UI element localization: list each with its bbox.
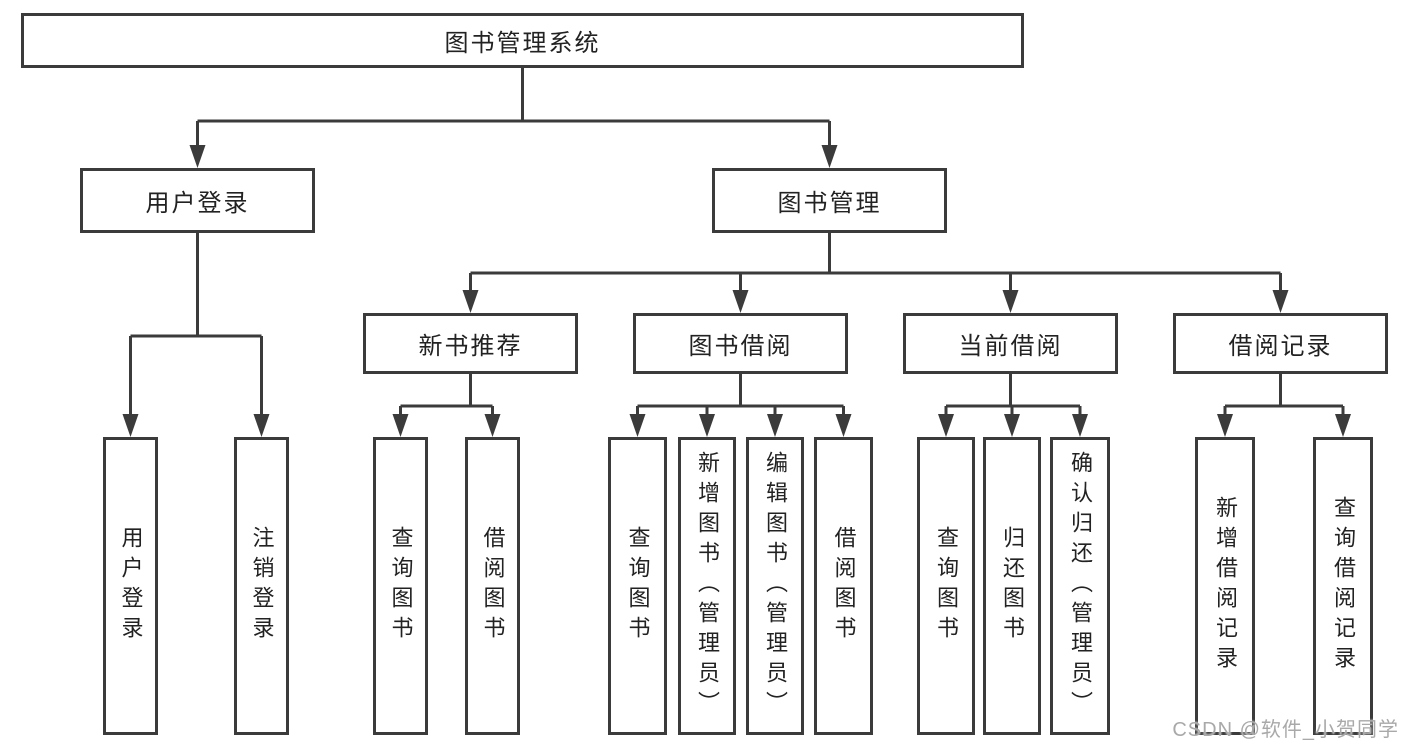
leaf-logout-label: 注销登录 [249,526,275,646]
arrowhead [732,290,749,313]
connector-book-mgmt-to-level3 [462,233,1289,313]
node-current-borrow: 当前借阅 [903,313,1118,374]
node-new-book-rec: 新书推荐 [363,313,578,374]
leaf-confirm-return-admin: 确认归还（管理员） [1050,437,1110,735]
leaf-edit-books-admin-label: 编辑图书（管理员） [763,451,788,721]
node-book-borrow: 图书借阅 [633,313,848,374]
node-user-login-label: 用户登录 [145,190,250,217]
leaf-borrow-books-1-label: 借阅图书 [480,526,506,646]
node-book-borrow-label: 图书借阅 [688,333,793,360]
node-root: 图书管理系统 [21,13,1024,68]
arrowhead [1217,414,1233,437]
arrowhead [1272,290,1289,313]
leaf-borrow-books-1: 借阅图书 [465,437,520,735]
arrowhead [938,414,954,437]
node-new-book-rec-label: 新书推荐 [418,333,523,360]
node-book-mgmt-label: 图书管理 [777,190,882,217]
leaf-add-borrow-record-label: 新增借阅记录 [1213,496,1238,676]
leaf-query-books-3: 查询图书 [917,437,975,735]
arrowhead [392,414,409,437]
node-book-mgmt: 图书管理 [712,168,947,233]
leaf-query-borrow-record: 查询借阅记录 [1313,437,1373,735]
connector-new-book-to-children [392,374,501,437]
leaf-user-login-label: 用户登录 [118,526,144,646]
connector-user-login-to-children [122,233,270,437]
leaf-borrow-books-2-label: 借阅图书 [831,526,857,646]
leaf-return-books-label: 归还图书 [1000,526,1025,646]
leaf-borrow-books-2: 借阅图书 [814,437,873,735]
leaf-user-login: 用户登录 [103,437,158,735]
arrowhead [1002,290,1019,313]
arrowhead [462,290,479,313]
leaf-query-books-2: 查询图书 [608,437,667,735]
arrowhead [484,414,501,437]
connector-book-borrow-to-children [629,374,852,437]
arrowhead [1072,414,1088,437]
connector-current-borrow-to-children [938,374,1088,437]
connector-root-to-level2 [189,68,838,168]
leaf-edit-books-admin: 编辑图书（管理员） [746,437,804,735]
arrowhead [835,414,852,437]
leaf-query-books-1-label: 查询图书 [388,526,414,646]
node-borrow-record-label: 借阅记录 [1228,333,1333,360]
node-current-borrow-label: 当前借阅 [958,333,1063,360]
leaf-query-books-1: 查询图书 [373,437,428,735]
arrowhead [767,414,783,437]
leaf-return-books: 归还图书 [983,437,1041,735]
node-root-label: 图书管理系统 [444,30,601,57]
leaf-confirm-return-admin-label: 确认归还（管理员） [1068,451,1093,721]
leaf-logout: 注销登录 [234,437,289,735]
arrowhead [1335,414,1351,437]
arrowhead [821,145,838,168]
leaf-query-borrow-record-label: 查询借阅记录 [1331,496,1356,676]
leaf-add-books-admin-label: 新增图书（管理员） [695,451,720,721]
leaf-query-books-2-label: 查询图书 [625,526,651,646]
leaf-query-books-3-label: 查询图书 [934,526,959,646]
node-user-login: 用户登录 [80,168,315,233]
arrowhead [629,414,646,437]
node-borrow-record: 借阅记录 [1173,313,1388,374]
csdn-watermark: CSDN @软件_小贺同学 [1172,719,1399,741]
arrowhead [1004,414,1020,437]
leaf-add-books-admin: 新增图书（管理员） [678,437,736,735]
arrowhead [699,414,715,437]
connector-borrow-record-to-children [1217,374,1351,437]
leaf-add-borrow-record: 新增借阅记录 [1195,437,1255,735]
arrowhead [189,145,206,168]
arrowhead [122,414,139,437]
arrowhead [253,414,270,437]
